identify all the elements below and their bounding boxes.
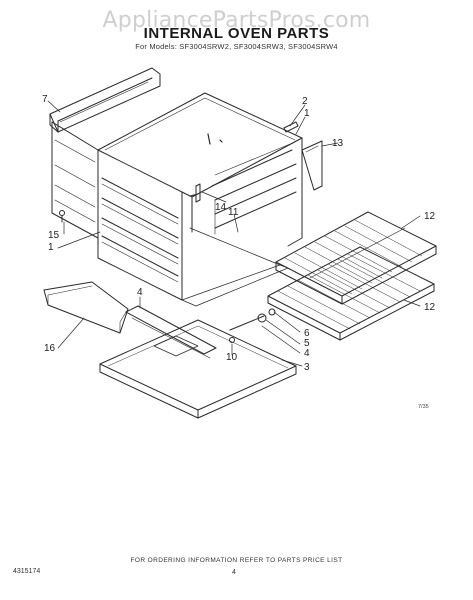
callout-4-right: 4 — [304, 348, 310, 359]
part-13-bracket — [301, 140, 323, 191]
part-7-rear-panel — [49, 67, 161, 133]
part-12-upper-rack — [275, 211, 437, 305]
part-15-screw — [59, 210, 65, 223]
page-number: 4 — [232, 569, 236, 576]
diagram-title: INTERNAL OVEN PARTS — [143, 25, 330, 42]
ordering-note: FOR ORDERING INFORMATION REFER TO PARTS … — [130, 557, 343, 564]
callout-4-front: 4 — [137, 287, 143, 298]
callout-13: 13 — [332, 138, 344, 149]
part-5-6-igniter — [229, 308, 276, 331]
callout-1-top: 1 — [304, 108, 310, 119]
part-10-screw — [229, 337, 235, 343]
model-list: For Models: SF3004SRW2, SF3004SRW3, SF30… — [135, 42, 338, 51]
callout-1-left: 1 — [48, 242, 54, 253]
part-1-left-side-wall — [51, 121, 99, 239]
callout-16: 16 — [44, 343, 56, 354]
callout-7: 7 — [42, 94, 48, 105]
document-number: 4315174 — [13, 568, 41, 575]
callout-numbers: 7 2 1 13 12 12 14 11 15 1 4 16 6 5 4 3 1… — [42, 94, 436, 373]
part-16-front-trim — [43, 281, 129, 334]
date-code: 7/35 — [418, 404, 429, 410]
part-14-sensor — [189, 183, 201, 203]
part-3-oven-bottom — [99, 319, 297, 419]
callout-12-top: 12 — [424, 211, 436, 222]
site-watermark: AppliancePartsPros.com — [102, 8, 371, 33]
callout-12-bottom: 12 — [424, 302, 436, 313]
callout-10: 10 — [226, 352, 238, 363]
callout-5: 5 — [304, 338, 310, 349]
callout-3: 3 — [304, 362, 310, 373]
part-2-vent-clip — [283, 121, 299, 133]
part-12-lower-rack — [267, 246, 435, 341]
callout-15: 15 — [48, 230, 60, 241]
callout-6: 6 — [304, 328, 310, 339]
callout-14: 14 — [215, 202, 227, 213]
part-1-oven-cavity — [97, 92, 303, 307]
callout-11: 11 — [228, 207, 239, 218]
leader-lines — [47, 100, 421, 367]
callout-2: 2 — [302, 96, 308, 107]
